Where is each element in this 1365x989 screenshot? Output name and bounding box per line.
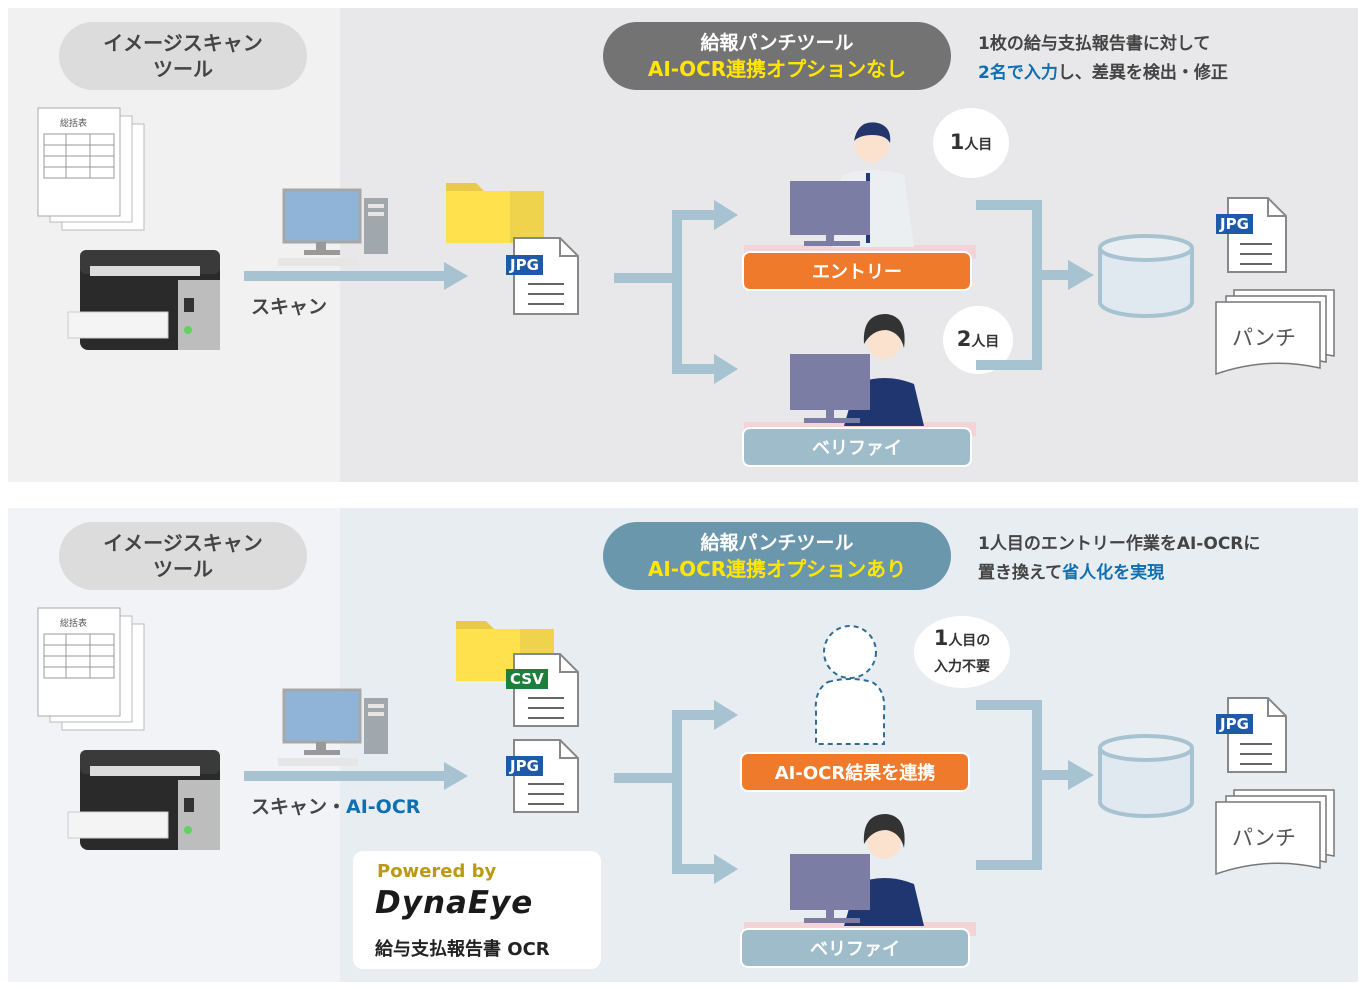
- description-highlight: 2名で入力: [978, 63, 1058, 83]
- merge-arrows: [976, 200, 1094, 370]
- merge-arrows: [976, 700, 1094, 870]
- scanner-icon: [67, 750, 220, 850]
- operator-verify-icon: [744, 814, 976, 936]
- bubble-line-2: 入力不要: [934, 658, 990, 675]
- document-stack-icon: [37, 107, 145, 231]
- bubble-person-1: 1人目: [933, 108, 1009, 178]
- panel-with-ai-ocr: イメージスキャン ツール 給報パンチツール AI-OCR連携オプションあり 1人…: [8, 508, 1358, 982]
- computer-icon: [278, 188, 388, 266]
- bubble-person-1-suffix: 人目: [964, 136, 993, 153]
- scanner-icon: [67, 250, 220, 350]
- output-jpg-icon: [1227, 697, 1287, 773]
- description: 1枚の給与支払報告書に対して 2名で入力し、差異を検出・修正: [978, 30, 1228, 88]
- jpg-badge: JPG: [506, 756, 543, 776]
- punch-document-icon: [1215, 789, 1335, 876]
- punch-tool-option: AI-OCR連携オプションあり: [647, 557, 907, 581]
- punch-tool-pill: 給報パンチツール AI-OCR連携オプションなし: [603, 22, 951, 90]
- output-jpg-icon: [1227, 197, 1287, 273]
- entry-button[interactable]: エントリー: [744, 253, 970, 289]
- document-title: 総括表: [60, 619, 88, 629]
- folder-icon: [446, 183, 544, 243]
- punch-tool-pill: 給報パンチツール AI-OCR連携オプションあり: [603, 522, 951, 590]
- bubble-person-1-number: 1: [949, 129, 965, 154]
- scan-tool-label-2: ツール: [152, 57, 213, 81]
- ai-ocr-label: AI-OCR: [346, 796, 421, 818]
- scan-tool-pill: イメージスキャン ツール: [59, 522, 307, 590]
- dynaeye-logo: DynaEye: [375, 885, 534, 921]
- bubble-no-input: 1人目の入力不要: [914, 616, 1010, 688]
- operator-1-icon: [744, 122, 976, 259]
- description-highlight: 省人化を実現: [1062, 563, 1165, 583]
- punch-label: パンチ: [1232, 826, 1297, 850]
- punch-tool-title: 給報パンチツール: [700, 32, 854, 54]
- jpg-file-icon: [513, 237, 579, 315]
- scan-label: スキャン・: [251, 796, 347, 818]
- punch-label: パンチ: [1232, 326, 1297, 350]
- punch-tool-title: 給報パンチツール: [700, 532, 854, 554]
- powered-by-box: Powered by DynaEye 給与支払報告書 OCR: [353, 851, 601, 969]
- powered-by-label: Powered by: [377, 861, 497, 882]
- ocr-product-label: 給与支払報告書 OCR: [375, 939, 550, 960]
- bubble-person-2-number: 2: [956, 326, 972, 351]
- description-line-1: 1人目のエントリー作業をAI-OCRに: [978, 534, 1261, 554]
- document-stack-icon: [37, 607, 145, 731]
- scan-tool-pill: イメージスキャン ツール: [59, 22, 307, 90]
- scan-arrow: [244, 262, 468, 290]
- scan-tool-label-1: イメージスキャン: [103, 31, 263, 55]
- scan-arrow: [244, 762, 468, 790]
- csv-file-icon: [513, 653, 579, 727]
- computer-icon: [278, 688, 388, 766]
- database-icon: [1098, 234, 1194, 318]
- output-jpg-badge: JPG: [1216, 214, 1253, 234]
- scan-label: スキャン: [251, 296, 328, 318]
- punch-document-icon: [1215, 289, 1335, 376]
- document-title: 総括表: [60, 119, 88, 129]
- output-jpg-badge: JPG: [1216, 714, 1253, 734]
- csv-badge: CSV: [506, 669, 548, 689]
- scan-tool-label-1: イメージスキャン: [103, 531, 263, 555]
- absent-operator-icon: [814, 625, 886, 745]
- bubble-line-1: 人目の: [948, 632, 991, 649]
- verify-button[interactable]: ベリファイ: [742, 930, 968, 966]
- verify-button[interactable]: ベリファイ: [744, 429, 970, 465]
- branch-arrows: [614, 700, 738, 884]
- punch-tool-option: AI-OCR連携オプションなし: [647, 57, 907, 81]
- jpg-file-icon: [513, 739, 579, 813]
- scan-ocr-label: スキャン・AI-OCR: [251, 792, 420, 819]
- description-line-2: 置き換えて: [978, 563, 1063, 583]
- description-line-1: 1枚の給与支払報告書に対して: [978, 34, 1211, 54]
- description-line-2: し、差異を検出・修正: [1057, 63, 1228, 83]
- bubble-number: 1: [933, 625, 949, 650]
- panel-without-ai-ocr: イメージスキャン ツール 給報パンチツール AI-OCR連携オプションなし 1枚…: [8, 8, 1358, 482]
- ai-ocr-link-button[interactable]: AI-OCR結果を連携: [742, 754, 968, 790]
- bubble-person-2-suffix: 人目: [971, 333, 1000, 350]
- scan-tool-label-2: ツール: [152, 557, 213, 581]
- description: 1人目のエントリー作業をAI-OCRに 置き換えて省人化を実現: [978, 530, 1260, 588]
- branch-arrows: [614, 200, 738, 384]
- database-icon: [1098, 734, 1194, 818]
- jpg-badge: JPG: [506, 255, 543, 275]
